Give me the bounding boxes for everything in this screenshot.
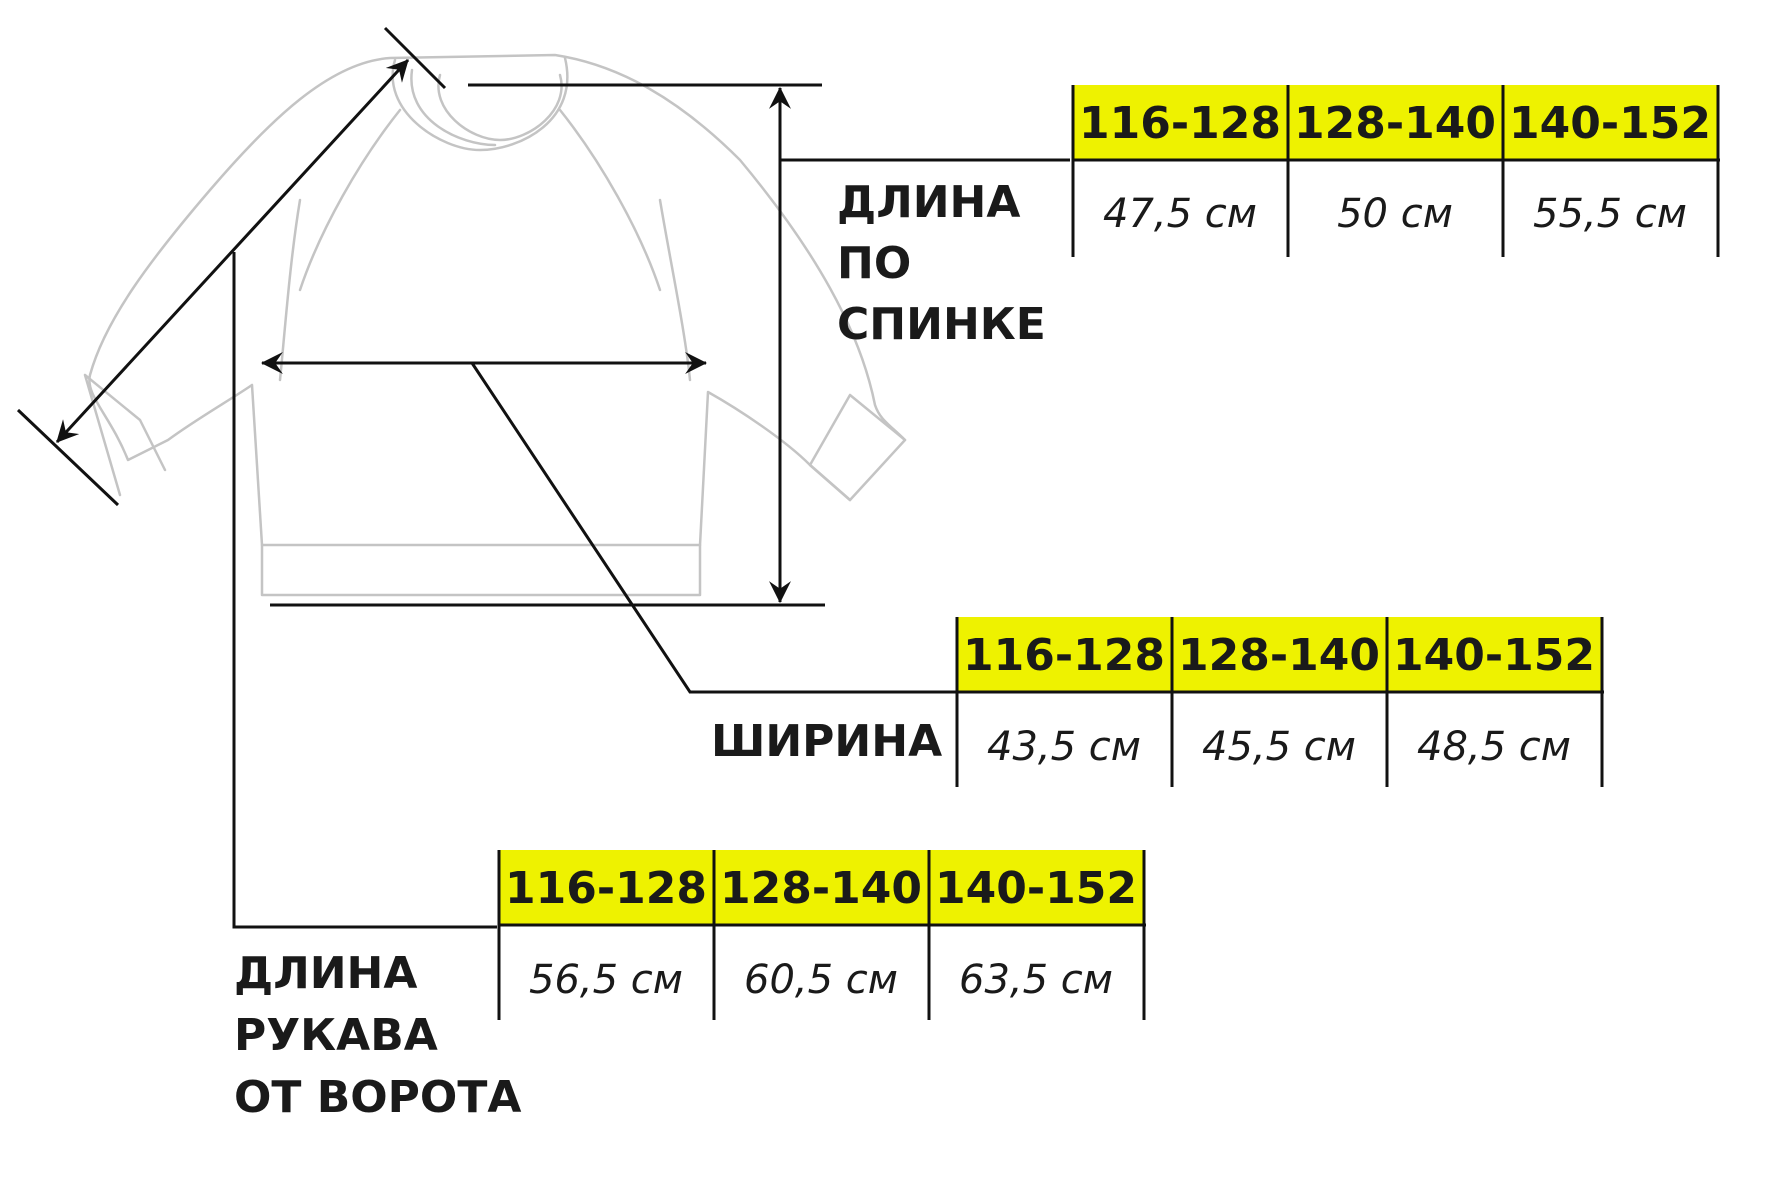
collar (437, 73, 563, 142)
back-length-table: 116-128 128-140 140-152 47,5 см 50 см 55… (1071, 85, 1720, 257)
width-table: 116-128 128-140 140-152 43,5 см 45,5 см … (955, 617, 1604, 787)
measurement-value: 56,5 см (529, 957, 683, 1003)
left-cuff (83, 373, 167, 497)
svg-text:РУКАВА: РУКАВА (234, 1010, 438, 1061)
measurement-lines (16, 26, 1070, 929)
measurement-value: 47,5 см (1103, 191, 1257, 237)
sleeve-length-label: ДЛИНА РУКАВА ОТ ВОРОТА (234, 948, 521, 1123)
measurement-value: 45,5 см (1202, 724, 1356, 770)
svg-text:ШИРИНА: ШИРИНА (711, 716, 942, 767)
measurement-value: 48,5 см (1417, 724, 1571, 770)
svg-text:ДЛИНА: ДЛИНА (837, 177, 1020, 228)
svg-text:СПИНКЕ: СПИНКЕ (837, 299, 1046, 350)
right-cuff (808, 393, 907, 502)
raglan-seam-left (298, 108, 402, 292)
sleeve-length-arrow (55, 58, 410, 444)
measurement-value: 50 см (1337, 191, 1453, 237)
svg-text:ОТ ВОРОТА: ОТ ВОРОТА (234, 1072, 521, 1123)
size-header: 116-128 (505, 863, 707, 914)
svg-text:ПО: ПО (837, 238, 911, 289)
measurement-value: 63,5 см (959, 957, 1113, 1003)
size-header: 128-140 (1294, 98, 1496, 149)
measurement-value: 55,5 см (1533, 191, 1687, 237)
size-header: 140-152 (935, 863, 1137, 914)
size-header: 140-152 (1393, 630, 1595, 681)
width-label: ШИРИНА (711, 716, 942, 767)
size-header: 128-140 (1178, 630, 1380, 681)
size-header: 116-128 (1079, 98, 1281, 149)
size-header: 116-128 (963, 630, 1165, 681)
size-header: 140-152 (1509, 98, 1711, 149)
measurement-value: 43,5 см (987, 724, 1141, 770)
sweatshirt-illustration (83, 53, 907, 597)
raglan-seam-right (558, 108, 662, 292)
measurement-value: 60,5 см (744, 957, 898, 1003)
svg-text:ДЛИНА: ДЛИНА (234, 948, 417, 999)
size-header: 128-140 (720, 863, 922, 914)
sleeve-length-table: 116-128 128-140 140-152 56,5 см 60,5 см … (497, 850, 1146, 1020)
back-length-label: ДЛИНА ПО СПИНКЕ (837, 177, 1046, 350)
sweatshirt-outline (88, 53, 907, 597)
